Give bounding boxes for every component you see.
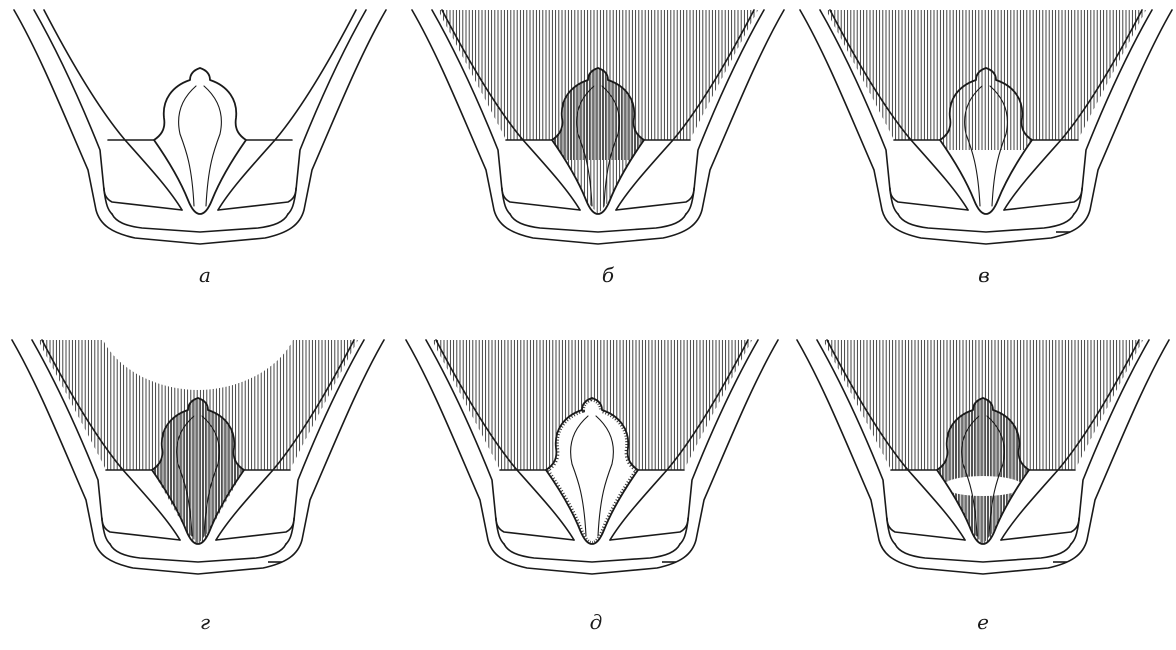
panel-g-drawing [0, 330, 400, 650]
bud-outline [552, 68, 644, 214]
panel-d-label: д [556, 612, 636, 632]
panel-a-label: а [165, 265, 245, 285]
bud-inner-left [177, 416, 194, 536]
panel-g-label: г [165, 612, 245, 632]
panel-b-label: б [568, 265, 648, 285]
inner-wall-left [34, 10, 112, 214]
inner-channel-right [616, 188, 694, 210]
sheath-right [216, 340, 354, 540]
inner-channel-right [1004, 188, 1082, 210]
bud-inner-left [577, 86, 594, 206]
inner-channel-right [218, 188, 296, 210]
panel-v-label: в [944, 265, 1024, 285]
groove-inner [898, 214, 1074, 232]
groove-inner [112, 214, 288, 232]
bud-outline [152, 398, 244, 544]
sheath-right [1004, 10, 1142, 210]
inner-channel-right [1001, 518, 1079, 540]
panel-e-drawing [800, 330, 1176, 650]
inner-wall-right [288, 10, 366, 214]
inner-channel-right [216, 518, 294, 540]
inner-channel-left [887, 518, 965, 540]
panel-e-label: е [943, 612, 1023, 632]
sheath-left [44, 10, 182, 210]
sheath-right [1001, 340, 1139, 540]
bud-outline [937, 398, 1029, 544]
bud-inner-left [962, 416, 979, 536]
groove-inner [510, 214, 686, 232]
groove-inner [110, 544, 286, 562]
groove-inner [895, 544, 1071, 562]
panel-d-drawing [400, 330, 800, 650]
groove-inner [504, 544, 680, 562]
sheath-right [218, 10, 356, 210]
inner-channel-left [102, 518, 180, 540]
inner-channel-left [104, 188, 182, 210]
sheath-right [610, 340, 748, 540]
inner-channel-left [502, 188, 580, 210]
sheath-right [616, 10, 754, 210]
inner-channel-right [610, 518, 688, 540]
inner-channel-left [496, 518, 574, 540]
inner-channel-left [890, 188, 968, 210]
